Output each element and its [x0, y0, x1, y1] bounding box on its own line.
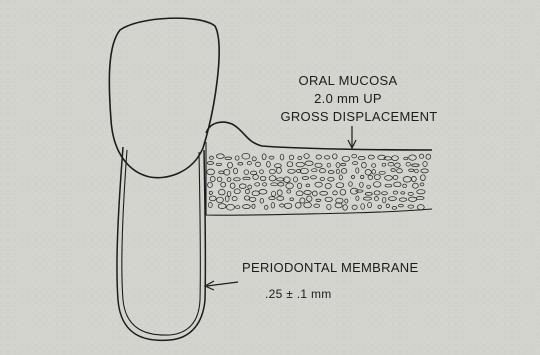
- periodontal-membrane-value: .25 ± .1 mm: [265, 287, 332, 301]
- oral-mucosa-label-1: ORAL MUCOSA: [283, 73, 413, 88]
- oral-mucosa-label-2: 2.0 mm UP: [283, 91, 413, 106]
- oral-mucosa-label-3: GROSS DISPLACEMENT: [264, 109, 454, 124]
- periodontal-membrane-label: PERIODONTAL MEMBRANE: [242, 260, 418, 275]
